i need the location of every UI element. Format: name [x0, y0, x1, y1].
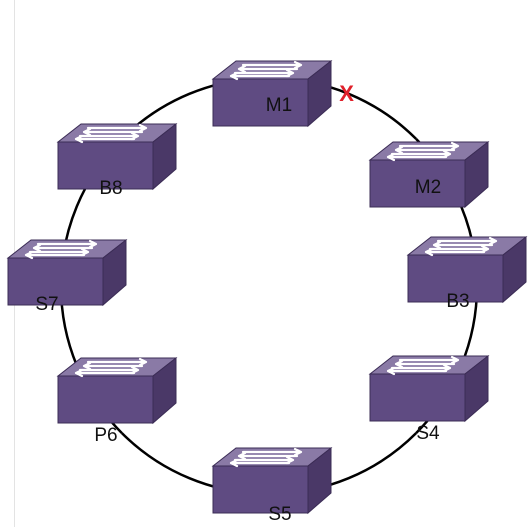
node-label: B8 — [99, 178, 122, 199]
node-label: M1 — [266, 95, 292, 116]
link-break-marker: X — [339, 81, 354, 106]
node-p6[interactable]: P6 — [56, 356, 178, 446]
node-label: P6 — [94, 425, 117, 446]
network-switch-icon — [6, 238, 128, 307]
node-label: S7 — [35, 294, 58, 315]
node-label: M2 — [415, 177, 441, 198]
node-m2[interactable]: M2 — [368, 140, 490, 209]
node-s5[interactable]: S5 — [211, 446, 333, 525]
node-label: B3 — [446, 291, 469, 312]
node-label: S5 — [268, 504, 291, 525]
node-b3[interactable]: B3 — [406, 235, 528, 312]
link-markers: X — [339, 81, 354, 106]
node-label: S4 — [416, 423, 440, 444]
network-switch-icon — [211, 59, 333, 128]
node-s7[interactable]: S7 — [6, 238, 128, 315]
node-m1[interactable]: M1 — [211, 59, 333, 128]
network-switch-icon — [56, 356, 178, 425]
node-s4[interactable]: S4 — [368, 354, 490, 444]
node-b8[interactable]: B8 — [56, 122, 178, 199]
network-switch-icon — [368, 354, 490, 423]
